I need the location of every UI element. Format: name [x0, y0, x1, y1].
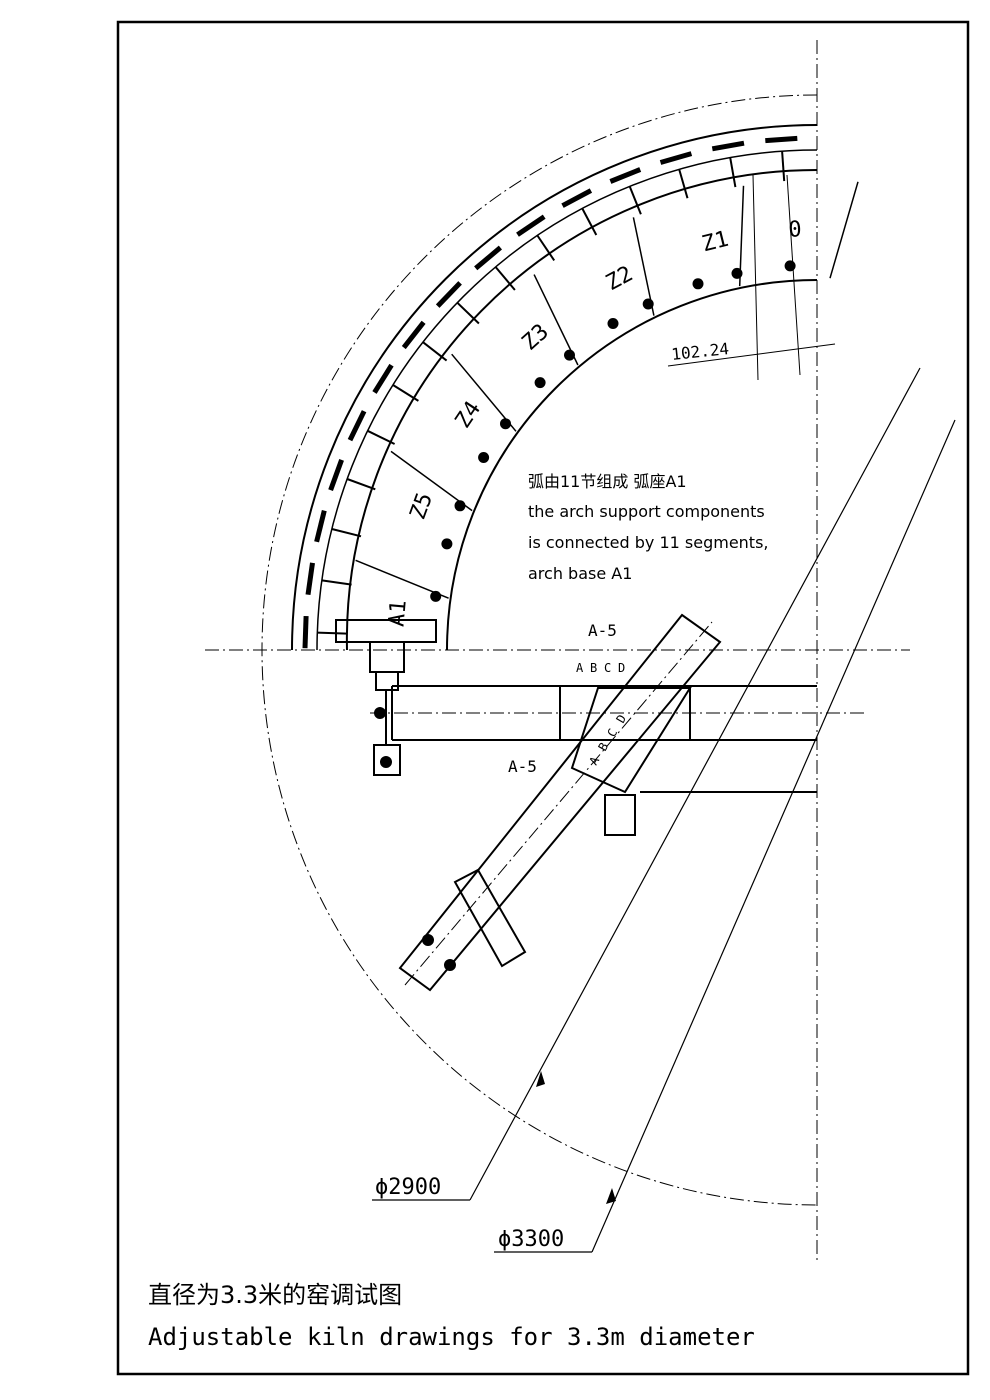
diameter-outer: ϕ3300 — [498, 1227, 564, 1252]
t-bar-stem — [536, 234, 556, 261]
bolt — [642, 298, 654, 310]
diameter-leaders — [372, 367, 956, 1253]
section-letter: B — [595, 740, 611, 753]
t-bar-stem — [422, 341, 448, 362]
section-letter: C — [604, 661, 611, 675]
t-bar-stem — [331, 528, 362, 538]
sheet-border — [116, 20, 970, 1376]
segment-label: Z2 — [602, 262, 637, 297]
t-bar-flange — [561, 188, 593, 208]
t-bar-flange — [516, 214, 546, 237]
t-bar-flange — [474, 245, 503, 271]
dimension-102-24: 102.24 — [667, 174, 836, 381]
t-bar-stem — [317, 631, 348, 635]
t-bar-flange — [659, 151, 693, 165]
leader-arrow-outer — [606, 1188, 616, 1204]
dimension-value: 102.24 — [670, 339, 729, 364]
leader-arrow-inner — [536, 1071, 545, 1087]
t-bar-stem — [321, 579, 352, 586]
support-t-bars — [302, 135, 798, 649]
note-en-line2: is connected by 11 segments, — [528, 533, 769, 552]
t-bar-stem — [781, 151, 786, 182]
note-en-line3: arch base A1 — [528, 564, 632, 583]
section-label-upper: A-5 — [588, 621, 617, 640]
t-bar-stem — [494, 266, 516, 291]
section-letter: D — [618, 661, 625, 675]
note-zh: 弧由11节组成 弧座A1 — [528, 472, 687, 491]
t-bar-stem — [346, 478, 376, 491]
segment-label: Z3 — [517, 319, 553, 355]
arch-rims — [291, 124, 818, 651]
bolt — [564, 349, 575, 361]
bolt — [607, 318, 619, 329]
t-bar-stem — [367, 429, 396, 445]
segment-divider — [829, 181, 859, 279]
t-bar-flange — [401, 320, 426, 350]
section-letter: D — [613, 712, 629, 725]
diagonal-strut — [398, 613, 722, 992]
t-bar-flange — [711, 140, 745, 152]
title-en: Adjustable kiln drawings for 3.3m diamet… — [148, 1323, 755, 1351]
bolt — [454, 500, 466, 512]
t-bar-flange — [372, 363, 394, 394]
section-letter: A — [576, 661, 584, 675]
t-bar-stem — [628, 186, 642, 215]
segment-label: Z4 — [451, 397, 487, 433]
section-letter: A — [586, 754, 602, 768]
t-bar-stem — [392, 384, 419, 402]
bolt — [478, 452, 490, 463]
section-letter: B — [590, 661, 597, 675]
section-letter: C — [604, 726, 620, 739]
bolt — [441, 538, 453, 550]
t-bar-flange — [328, 459, 344, 491]
t-bar-stem — [456, 301, 480, 325]
bolt — [784, 260, 796, 272]
t-bar-stem — [729, 157, 737, 188]
bolt — [692, 278, 704, 290]
t-bar-flange — [609, 167, 642, 184]
strut-centerline — [404, 621, 713, 986]
bolt — [534, 377, 546, 389]
horizontal-beam — [391, 685, 817, 793]
bolt — [430, 590, 442, 602]
note-en-line1: the arch support components — [528, 502, 765, 521]
t-bar-flange — [347, 410, 367, 442]
bolt — [500, 418, 511, 430]
segment-label: A1 — [384, 599, 411, 628]
segment-label: Z1 — [699, 227, 731, 258]
arch-base-support — [335, 619, 437, 776]
section-label-lower: A-5 — [508, 757, 537, 776]
t-bar-stem — [678, 169, 689, 199]
title-zh: 直径为3.3米的窑调试图 — [148, 1281, 402, 1309]
t-bar-flange — [765, 135, 798, 144]
segment-bolts — [430, 260, 796, 602]
t-bar-stem — [581, 208, 598, 236]
t-bar-flange — [302, 616, 309, 649]
t-bar-flange — [435, 281, 462, 308]
t-bar-flange — [314, 510, 327, 543]
segment-label: Z5 — [406, 490, 439, 523]
bolt — [731, 267, 743, 279]
t-bar-flange — [305, 562, 315, 596]
diameter-inner: ϕ2900 — [375, 1175, 441, 1200]
